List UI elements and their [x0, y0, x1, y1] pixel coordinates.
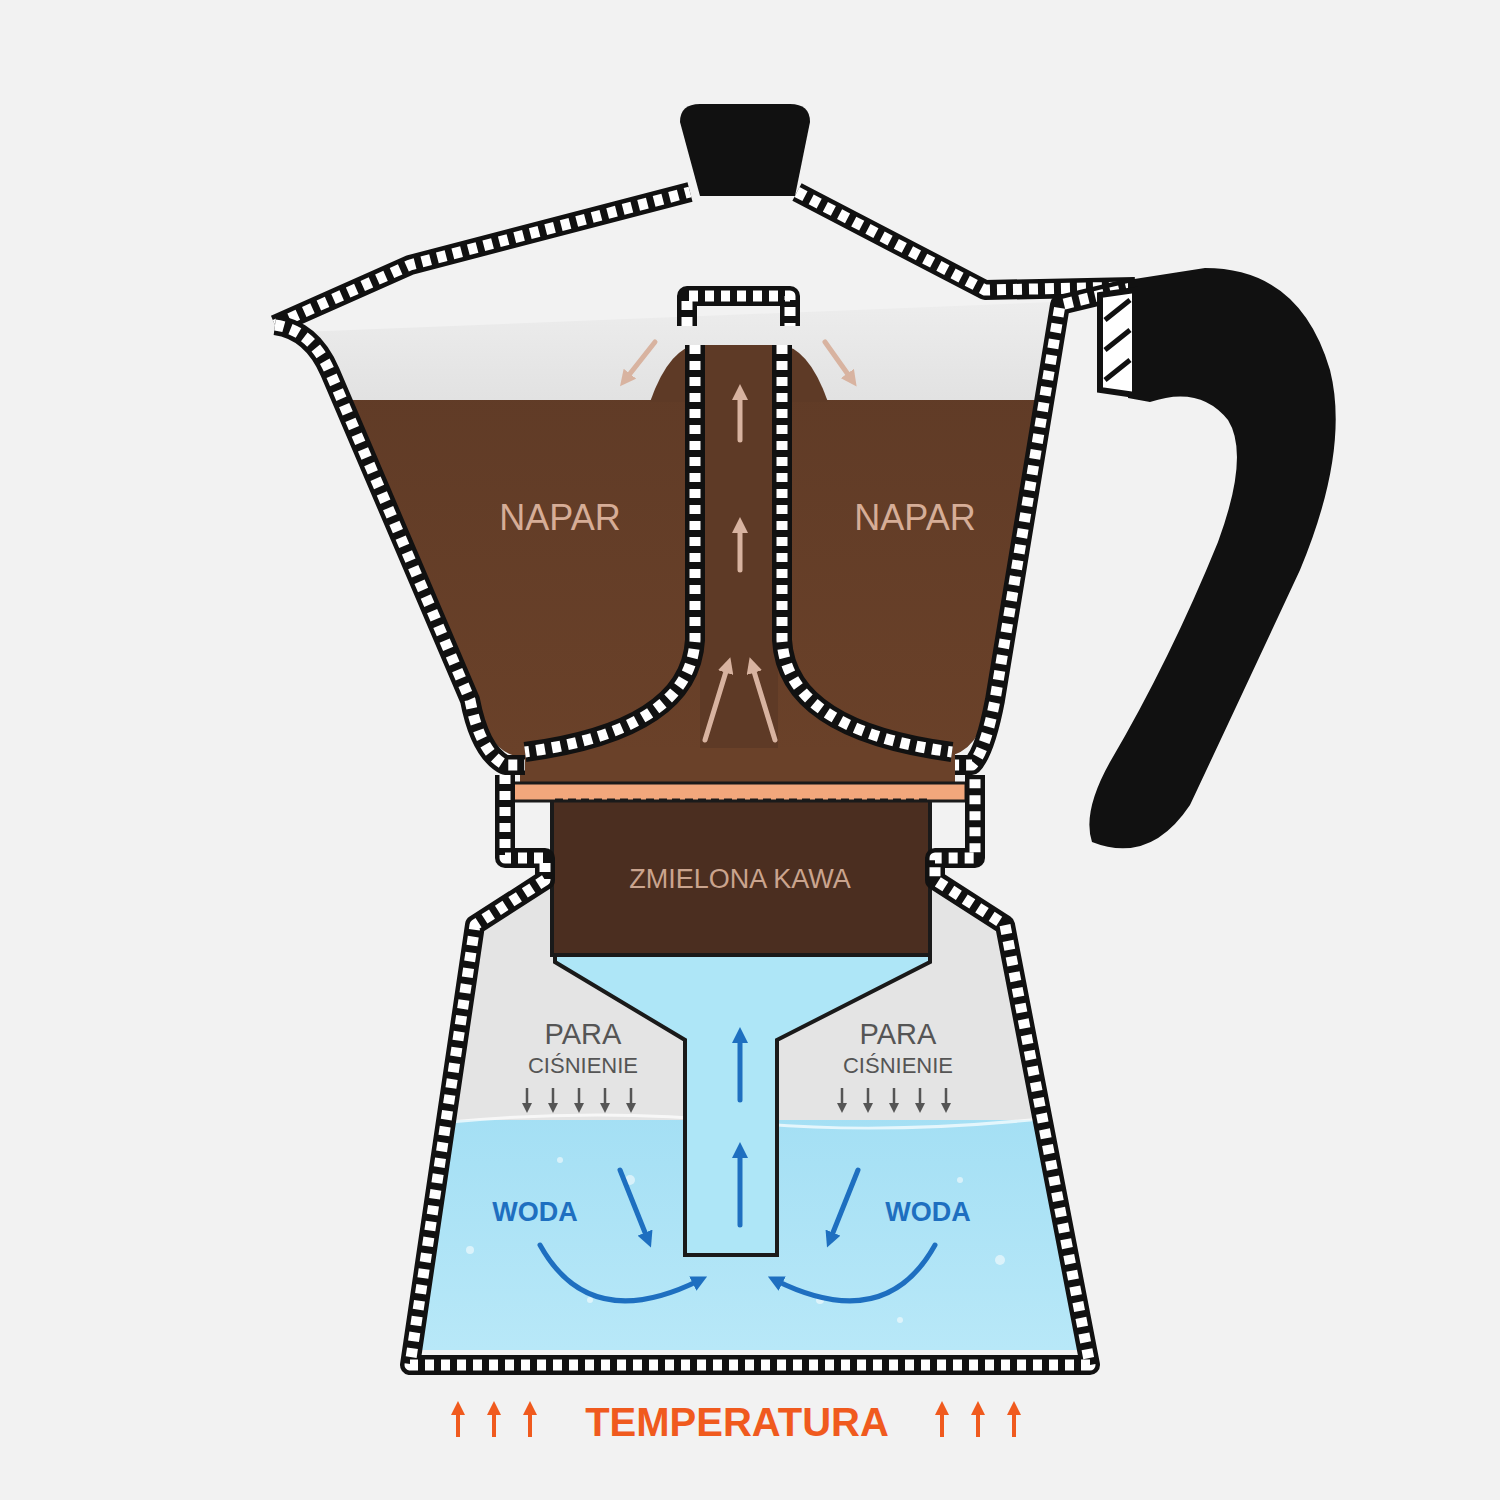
part-label: ZMIELONA KAWA: [629, 865, 851, 895]
part-label: WODA: [492, 1198, 577, 1228]
pressure-arrows: [527, 1088, 946, 1108]
handle: [1089, 268, 1335, 848]
heat-label: TEMPERATURA: [585, 1400, 889, 1444]
chamber-label: NAPAR: [499, 498, 620, 538]
brew-flow-arrows: [625, 342, 852, 740]
part-label: WODA: [885, 1198, 970, 1228]
filter-plate: [555, 799, 928, 802]
coffee-basket: [552, 800, 930, 955]
basket-perforation: [555, 954, 928, 957]
part-label: CIŚNIENIE: [843, 1054, 953, 1078]
funnel: [555, 955, 930, 1255]
handle-mount-hatch: [1105, 300, 1130, 380]
filter-gasket: [510, 783, 966, 801]
lid-knob: [680, 104, 810, 196]
handle-mount: [1100, 290, 1135, 395]
chamber-label: NAPAR: [854, 498, 975, 538]
part-label: PARA: [860, 1019, 937, 1051]
part-label: CIŚNIENIE: [528, 1054, 638, 1078]
part-label: PARA: [545, 1019, 622, 1051]
pot-walls: [275, 192, 1135, 1365]
